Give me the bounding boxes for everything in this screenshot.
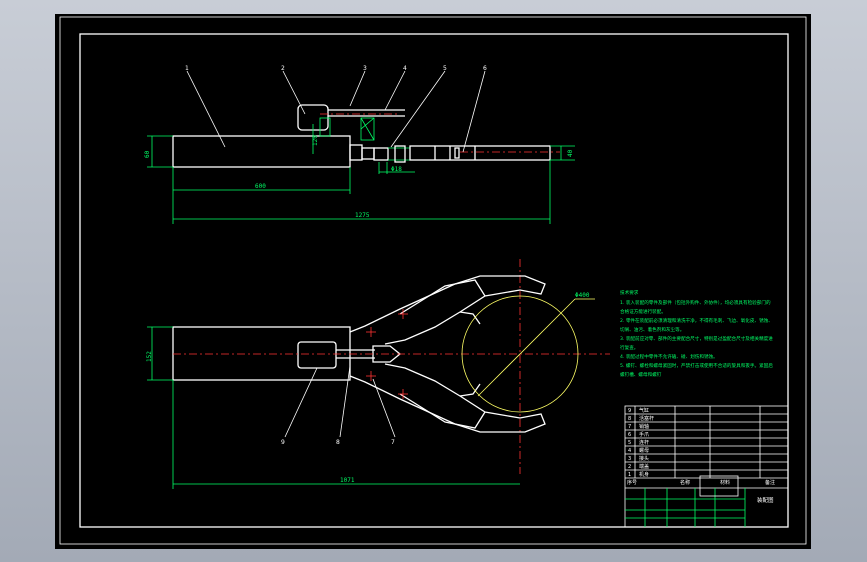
- body-block: [172, 135, 351, 168]
- dim-height-left: 60: [144, 150, 151, 158]
- assembly-drawing: 1 2 3 4 5 6 60 600 1275 120 40 Φ18: [59, 16, 807, 545]
- connector-block: [349, 144, 363, 161]
- svg-text:4: 4: [628, 448, 631, 454]
- svg-text:手爪: 手爪: [639, 431, 649, 438]
- dim-overall-front: 1071: [340, 477, 355, 484]
- svg-text:1: 1: [628, 472, 631, 478]
- svg-text:8: 8: [628, 416, 631, 422]
- part-label-5: 5: [443, 65, 447, 72]
- svg-text:5. 螺钉、螺栓和螺母紧固时，严禁打击或使用不合适的旋具和扳: 5. 螺钉、螺栓和螺母紧固时，严禁打击或使用不合适的旋具和扳手。紧固后: [620, 362, 773, 369]
- svg-text:切屑、油污、着色剂和灰尘等。: 切屑、油污、着色剂和灰尘等。: [620, 326, 684, 333]
- dim-screw: 120: [312, 135, 319, 146]
- part-label-8: 8: [336, 439, 340, 446]
- dim-end-height: 40: [567, 149, 574, 157]
- bottom-view: Φ400 152 1071 9 8 7: [146, 259, 610, 489]
- svg-text:接头: 接头: [639, 455, 649, 462]
- pin-block: [373, 147, 389, 161]
- svg-text:合格证方能进行装配。: 合格证方能进行装配。: [620, 308, 666, 315]
- title-block: 9 气缸 8 活塞杆 7 销轴 6 手爪 5 连杆 4 螺母 3 接头 2 端盖…: [624, 405, 789, 528]
- svg-text:2. 零件在装配前必须清理和清洗干净，不得有毛刺、飞边、氧化: 2. 零件在装配前必须清理和清洗干净，不得有毛刺、飞边、氧化皮、锈蚀、: [620, 317, 773, 324]
- svg-text:机身: 机身: [639, 471, 649, 478]
- part-label-3: 3: [363, 65, 367, 72]
- gripper-arm: [409, 145, 551, 161]
- inner-border: [79, 33, 789, 528]
- svg-text:4. 装配过程中零件不允许磕、碰、划伤和锈蚀。: 4. 装配过程中零件不允许磕、碰、划伤和锈蚀。: [620, 353, 718, 360]
- svg-text:5: 5: [628, 440, 631, 446]
- bom-header-remark: 备注: [765, 479, 775, 486]
- svg-text:端盖: 端盖: [639, 463, 649, 470]
- cylinder-front: [297, 341, 337, 369]
- svg-text:6: 6: [628, 432, 631, 438]
- svg-text:9: 9: [628, 408, 631, 414]
- dim-circle: Φ400: [575, 292, 590, 299]
- svg-text:活塞杆: 活塞杆: [639, 415, 654, 422]
- lower-jaw: [349, 363, 546, 433]
- svg-text:螺母: 螺母: [639, 447, 649, 454]
- bom-header-material: 材料: [720, 479, 730, 486]
- bom-header-no: 序号: [627, 479, 637, 486]
- svg-text:连杆: 连杆: [639, 439, 649, 446]
- part-label-7: 7: [391, 439, 395, 446]
- part-label-6: 6: [483, 65, 487, 72]
- svg-text:行复查。: 行复查。: [620, 344, 638, 351]
- part-label-4: 4: [403, 65, 407, 72]
- svg-text:气缸: 气缸: [639, 407, 649, 414]
- bom-header-name: 名称: [680, 479, 690, 486]
- svg-text:螺钉槽、螺母和螺钉: 螺钉槽、螺母和螺钉: [620, 371, 662, 378]
- svg-text:销轴: 销轴: [639, 423, 649, 430]
- svg-text:7: 7: [628, 424, 631, 430]
- part-label-2: 2: [281, 65, 285, 72]
- part-label-1: 1: [185, 65, 189, 72]
- cad-viewport[interactable]: 1 2 3 4 5 6 60 600 1275 120 40 Φ18: [55, 14, 811, 549]
- svg-text:2: 2: [628, 464, 631, 470]
- body-block-front: [172, 326, 351, 381]
- notes-title: 技术要求: [620, 289, 639, 296]
- technical-notes: 技术要求 1. 装入装配的零件及部件（包括外购件、外协件），均必须具有检验部门的…: [620, 289, 773, 378]
- dim-body-length: 600: [255, 183, 266, 190]
- dim-height-front: 152: [146, 351, 153, 362]
- outer-border: [59, 16, 807, 545]
- upper-jaw: [349, 275, 546, 345]
- svg-text:3: 3: [628, 456, 631, 462]
- svg-text:3. 装配前应对零、部件的主要配合尺寸，特别是过盈配合尺寸及: 3. 装配前应对零、部件的主要配合尺寸，特别是过盈配合尺寸及相关精度进: [620, 335, 773, 342]
- workpiece-circle: [461, 295, 579, 413]
- svg-text:1. 装入装配的零件及部件（包括外购件、外协件），均必须具有: 1. 装入装配的零件及部件（包括外购件、外协件），均必须具有检验部门的: [620, 299, 771, 306]
- dim-overall-length: 1275: [355, 212, 370, 219]
- hatch-left: [319, 117, 331, 137]
- nut-front: [372, 345, 402, 363]
- drawing-name: 装配图: [757, 496, 774, 504]
- part-label-9: 9: [281, 439, 285, 446]
- dim-bore: Φ18: [391, 166, 402, 173]
- top-view: 1 2 3 4 5 6 60 600 1275 120 40 Φ18: [144, 65, 575, 224]
